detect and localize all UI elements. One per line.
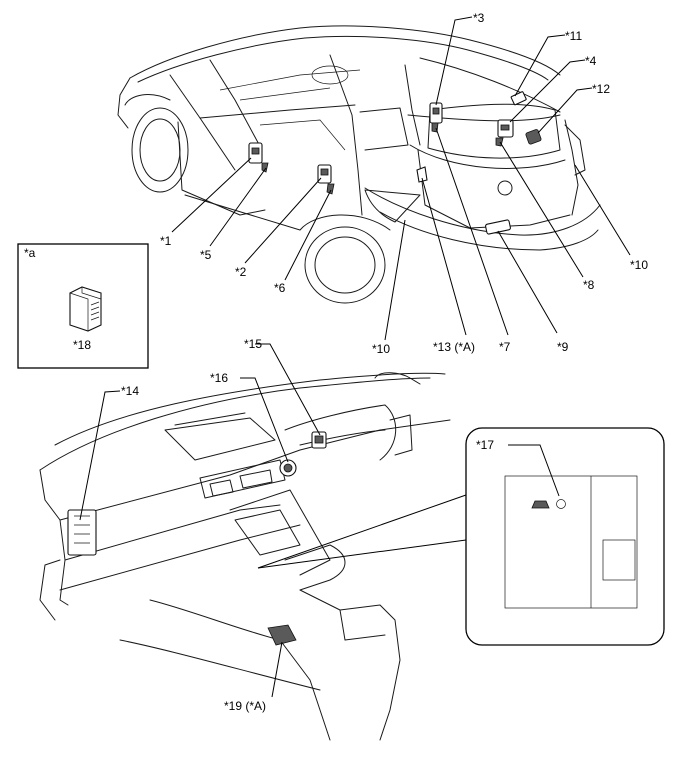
callout-6: *6 xyxy=(274,281,286,295)
car-part-2 xyxy=(317,164,332,184)
callout-14: *14 xyxy=(121,384,139,398)
callout-7: *7 xyxy=(499,340,511,354)
callout-18: *18 xyxy=(73,338,91,352)
inset-a-label: *a xyxy=(24,246,36,260)
callout-12: *12 xyxy=(592,82,610,96)
callout-17: *17 xyxy=(476,438,494,452)
car-part-11 xyxy=(510,91,527,106)
callout-10-left: *10 xyxy=(372,342,390,356)
dash-part-19 xyxy=(267,624,297,646)
car-part-9 xyxy=(485,219,511,235)
callout-19: *19 (*A) xyxy=(224,699,266,713)
callout-labels: *3 *11 *4 *12 *1 *5 *2 *6 *10 *8 *10 *13… xyxy=(24,11,648,713)
callout-10-right: *10 xyxy=(630,258,648,272)
car-leader-lines xyxy=(171,16,631,341)
dash-part-14 xyxy=(67,509,97,556)
callout-16: *16 xyxy=(210,371,228,385)
dash-part-16 xyxy=(279,459,297,477)
car-part-3 xyxy=(429,102,443,124)
vehicle-exterior-outline xyxy=(117,25,601,304)
dashboard-outline xyxy=(39,372,451,741)
car-part-12 xyxy=(525,129,542,145)
callout-8: *8 xyxy=(583,278,595,292)
car-part-13 xyxy=(416,166,428,183)
car-part-6 xyxy=(326,183,335,195)
callout-4: *4 xyxy=(585,54,597,68)
dash-part-15 xyxy=(311,431,327,449)
callout-5: *5 xyxy=(200,248,212,262)
callout-15: *15 xyxy=(244,337,262,351)
callout-11: *11 xyxy=(565,29,582,43)
callout-2: *2 xyxy=(235,265,247,279)
car-part-5 xyxy=(261,162,269,173)
callout-3: *3 xyxy=(473,11,485,25)
callout-13: *13 (*A) xyxy=(433,340,475,354)
callout-1: *1 xyxy=(160,234,172,248)
inset-a-box xyxy=(17,243,149,369)
inset-17-box xyxy=(257,427,665,646)
car-part-4 xyxy=(497,119,514,138)
car-part-1 xyxy=(248,142,263,164)
callout-9: *9 xyxy=(557,340,569,354)
dash-leader-lines xyxy=(79,343,321,698)
